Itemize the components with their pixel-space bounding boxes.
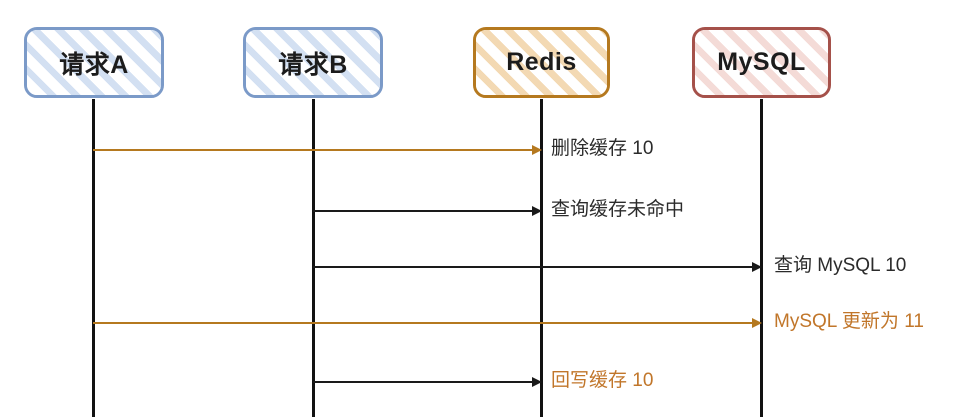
participant-box-request-b[interactable]: 请求B [243,27,383,98]
participant-label-request-b: 请求B [278,50,348,79]
message-arrowhead-msg-query-mysql [752,262,762,272]
lifeline-mysql [760,99,763,417]
participant-box-mysql[interactable]: MySQL [692,27,831,98]
message-label-msg-writeback-cache: 回写缓存 10 [551,370,654,391]
participant-box-redis[interactable]: Redis [473,27,610,98]
message-line-msg-query-cache-miss [313,210,533,212]
message-label-msg-query-cache-miss: 查询缓存未命中 [551,199,685,220]
lifeline-request-a [92,99,95,417]
participant-box-request-a[interactable]: 请求A [24,27,164,98]
participant-label-mysql: MySQL [717,48,806,76]
lifeline-request-b [312,99,315,417]
message-label-msg-mysql-update: MySQL 更新为 11 [774,311,924,332]
hatch-pattern-request-a [27,30,161,95]
participant-label-redis: Redis [506,48,577,76]
message-line-msg-query-mysql [313,266,753,268]
lifeline-redis [540,99,543,417]
message-line-msg-delete-cache [93,149,533,151]
hatch-pattern-request-b [246,30,380,95]
participant-label-request-a: 请求A [59,50,129,79]
message-arrowhead-msg-writeback-cache [532,377,542,387]
message-arrowhead-msg-query-cache-miss [532,206,542,216]
hatch-pattern-redis [476,30,607,95]
message-arrowhead-msg-mysql-update [752,318,762,328]
message-arrowhead-msg-delete-cache [532,145,542,155]
hatch-pattern-mysql [695,30,828,95]
message-label-msg-delete-cache: 删除缓存 10 [551,138,654,159]
message-label-msg-query-mysql: 查询 MySQL 10 [774,255,907,276]
message-line-msg-writeback-cache [313,381,533,383]
message-line-msg-mysql-update [93,322,753,324]
